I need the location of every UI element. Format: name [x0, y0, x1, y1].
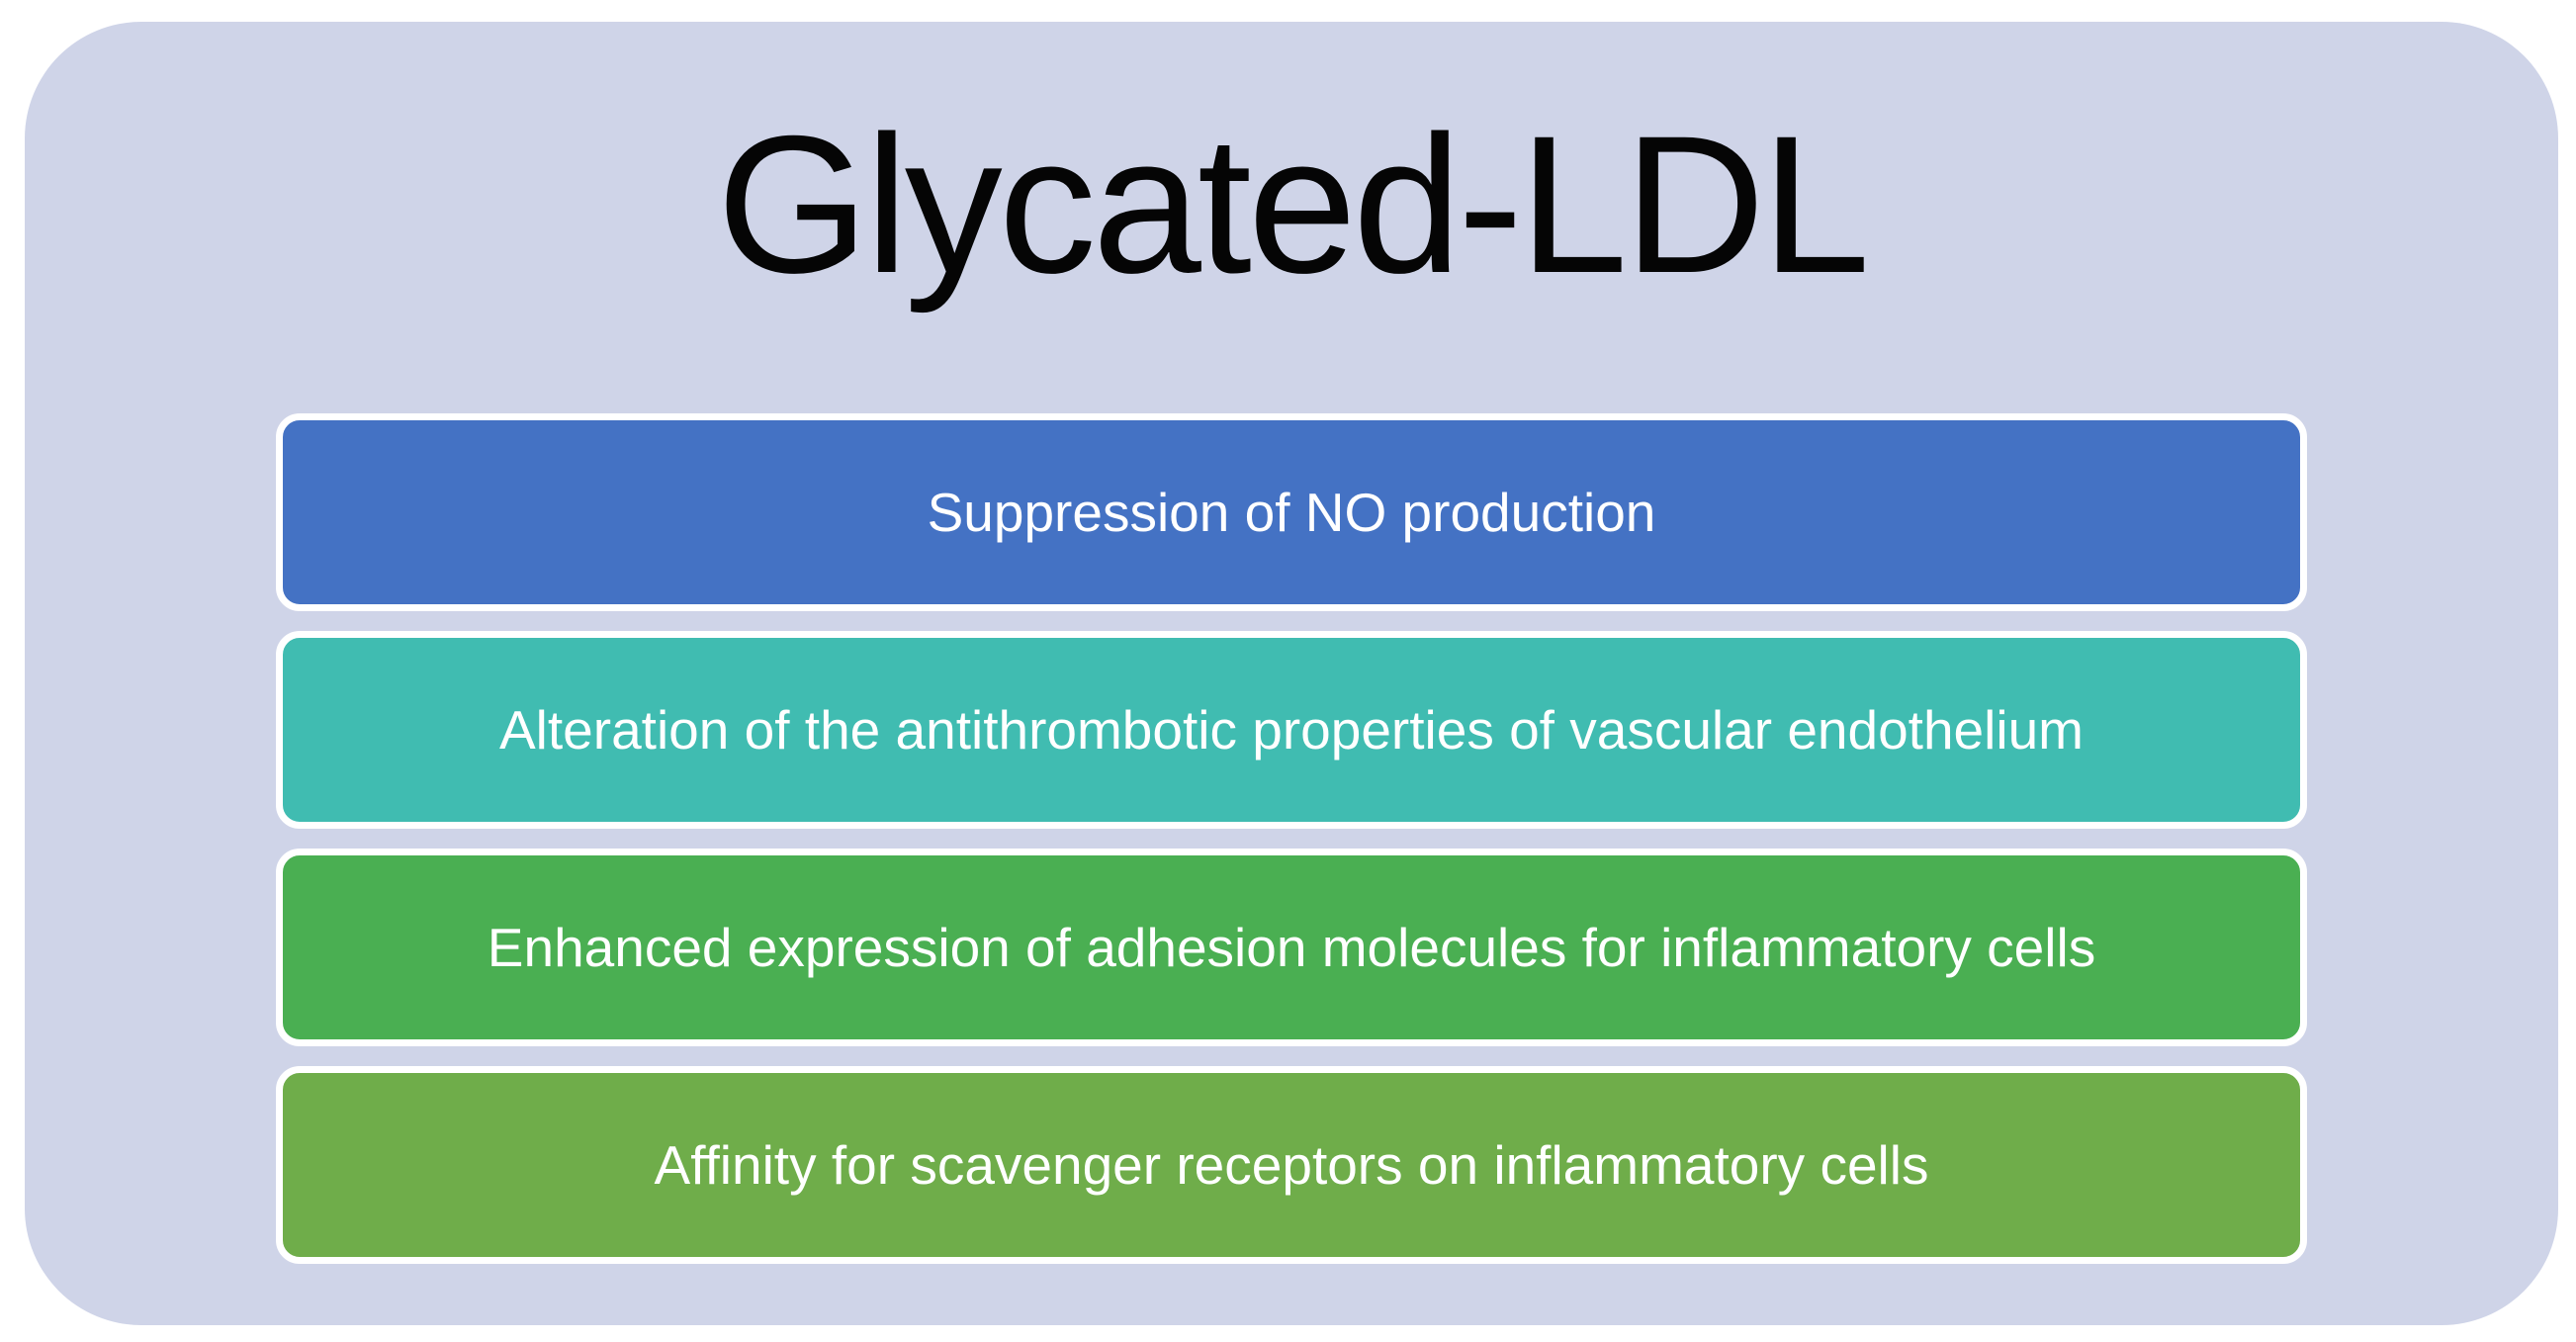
- list-item-label: Enhanced expression of adhesion molecule…: [487, 916, 2096, 978]
- list-item-adhesion-molecules: Enhanced expression of adhesion molecule…: [276, 849, 2307, 1046]
- list-item-label: Suppression of NO production: [927, 481, 1656, 543]
- page-title: Glycated-LDL: [716, 95, 1871, 313]
- list-item-label: Alteration of the antithrombotic propert…: [499, 698, 2084, 760]
- list-item-label: Affinity for scavenger receptors on infl…: [654, 1133, 1929, 1196]
- list-item-scavenger-receptors: Affinity for scavenger receptors on infl…: [276, 1066, 2307, 1264]
- list-item-antithrombotic-alteration: Alteration of the antithrombotic propert…: [276, 631, 2307, 829]
- glycated-ldl-panel: Glycated-LDL Suppression of NO productio…: [25, 22, 2558, 1325]
- effects-list: Suppression of NO production Alteration …: [276, 413, 2307, 1264]
- list-item-suppression-no: Suppression of NO production: [276, 413, 2307, 611]
